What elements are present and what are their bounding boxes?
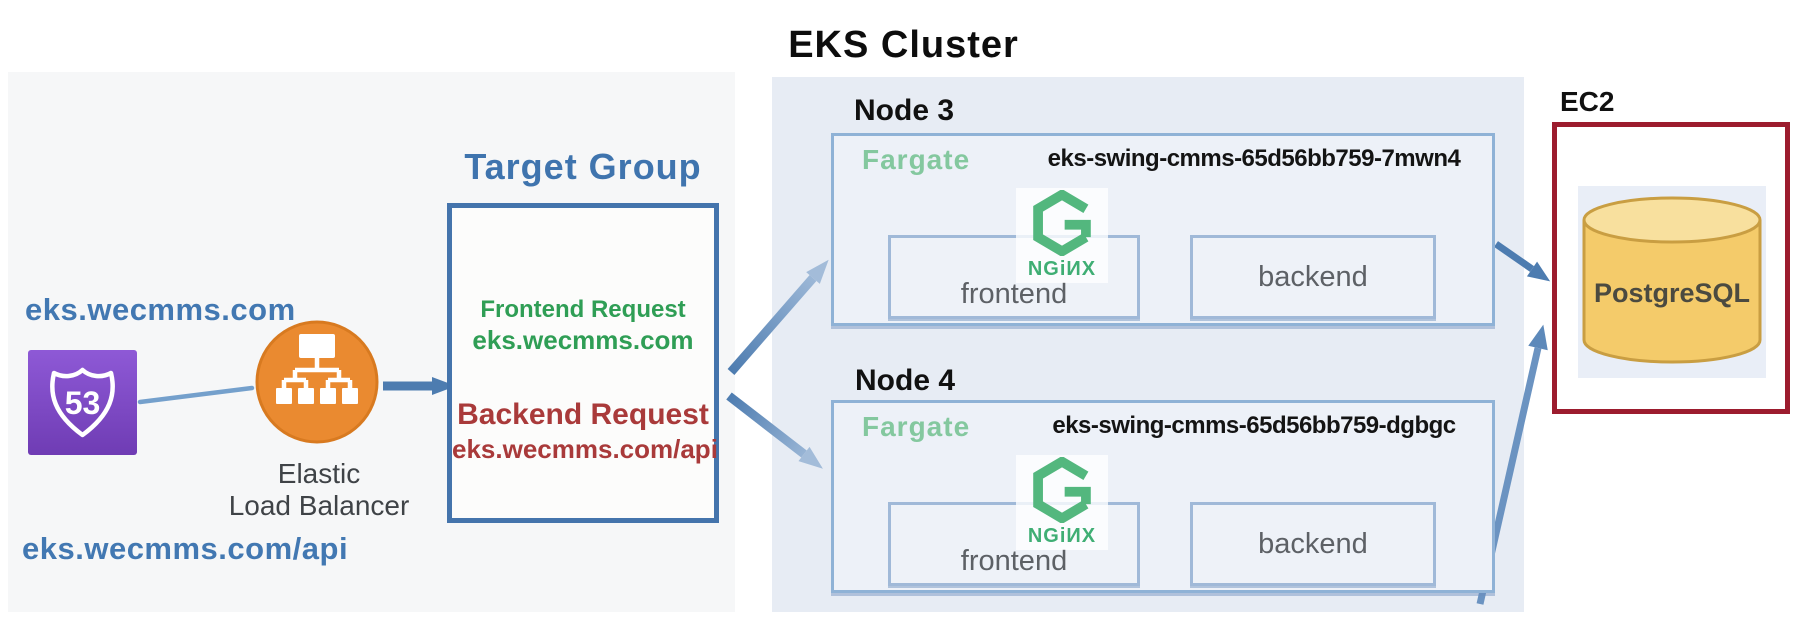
node4-fargate-label: Fargate bbox=[862, 411, 971, 442]
node3-pod-name: eks-swing-cmms-65d56bb759-7mwn4 bbox=[1047, 145, 1461, 172]
backend-request-url: eks.wecmms.com/api bbox=[452, 434, 718, 464]
database-cylinder-icon bbox=[1582, 196, 1762, 364]
node3-backend-container: backend bbox=[1190, 235, 1436, 319]
target-group-heading: Target Group bbox=[464, 146, 702, 187]
elastic-load-balancer-icon bbox=[255, 320, 379, 444]
route53-number: 53 bbox=[65, 385, 101, 421]
ec2-box: PostgreSQL bbox=[1552, 122, 1790, 414]
node3-fargate-label: Fargate bbox=[862, 144, 971, 175]
node4-label: Node 4 bbox=[855, 364, 956, 397]
elb-label-line1: Elastic bbox=[277, 458, 361, 489]
nginx-wordmark: NGiИX bbox=[1027, 525, 1097, 547]
node4-nginx-logo: NGiИX bbox=[1016, 455, 1108, 550]
nginx-hexagon-icon bbox=[1033, 455, 1091, 525]
elb-label: Elastic Load Balancer bbox=[219, 458, 419, 523]
frontend-domain-text: eks.wecmms.com bbox=[25, 292, 296, 327]
nginx-hexagon-icon bbox=[1033, 188, 1091, 258]
frontend-request-url: eks.wecmms.com bbox=[472, 325, 694, 355]
backend-domain-text: eks.wecmms.com/api bbox=[22, 531, 349, 566]
postgresql-label: PostgreSQL bbox=[1593, 278, 1751, 308]
nginx-wordmark: NGiИX bbox=[1027, 258, 1097, 280]
node4-box: Fargate eks-swing-cmms-65d56bb759-dgbgc … bbox=[831, 400, 1495, 593]
page-title: EKS Cluster bbox=[788, 24, 1019, 66]
ec2-label: EC2 bbox=[1560, 86, 1615, 117]
frontend-request-label: Frontend Request bbox=[480, 296, 686, 323]
node4-pod-name: eks-swing-cmms-65d56bb759-dgbgc bbox=[1052, 412, 1456, 439]
elb-label-line2: Load Balancer bbox=[228, 490, 410, 522]
backend-request-label: Backend Request bbox=[457, 398, 709, 431]
route53-icon: 53 bbox=[28, 350, 137, 455]
node3-label: Node 3 bbox=[854, 94, 955, 127]
node3-nginx-logo: NGiИX bbox=[1016, 188, 1108, 283]
target-group-box: Frontend Request eks.wecmms.com Backend … bbox=[447, 203, 719, 523]
node3-box: Fargate eks-swing-cmms-65d56bb759-7mwn4 … bbox=[831, 133, 1495, 326]
node4-backend-container: backend bbox=[1190, 502, 1436, 586]
database-panel: PostgreSQL bbox=[1578, 186, 1766, 378]
